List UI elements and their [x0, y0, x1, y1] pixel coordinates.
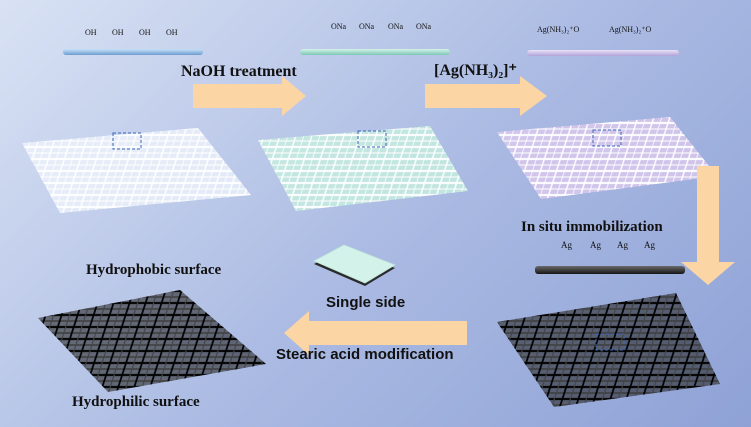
fabric-pristine [22, 128, 251, 213]
hydroxyl-groups: OH OH OH OH [85, 28, 178, 37]
sodium-groups: ONa ONa ONa ONa [331, 22, 432, 31]
label-hydrophobic-surface: Hydrophobic surface [86, 262, 222, 278]
label-silver-ammonia: [Ag(NH₃)₂]⁺ [434, 62, 517, 79]
fiber-rod-hydroxyl [63, 49, 203, 55]
single-side-sheet [313, 244, 396, 286]
silver-complex-groups: Ag(NH₃)₂⁺O Ag(NH₃)₂⁺O [537, 25, 652, 34]
fiber-rod-sodium [300, 49, 450, 55]
fiber-rod-silver [535, 266, 685, 274]
label-hydrophilic-surface: Hydrophilic surface [72, 394, 200, 410]
fabric-silver-immobilized [497, 293, 720, 407]
label-naoh-treatment: NaOH treatment [181, 63, 297, 80]
arrow-stearic [284, 311, 467, 355]
label-stearic-acid-modification: Stearic acid modification [276, 346, 454, 363]
fiber-rod-silver-complex [527, 50, 679, 56]
fabric-silver-complex [497, 117, 717, 199]
arrow-silver-complex [425, 76, 547, 116]
label-single-side: Single side [326, 294, 406, 311]
fabric-janus [38, 290, 266, 392]
arrow-naoh [193, 76, 306, 116]
fabric-naoh-treated [258, 126, 468, 211]
arrow-immobilization [681, 166, 735, 285]
silver-groups: Ag Ag Ag Ag [561, 240, 655, 250]
label-in-situ-immobilization: In situ immobilization [521, 219, 663, 235]
